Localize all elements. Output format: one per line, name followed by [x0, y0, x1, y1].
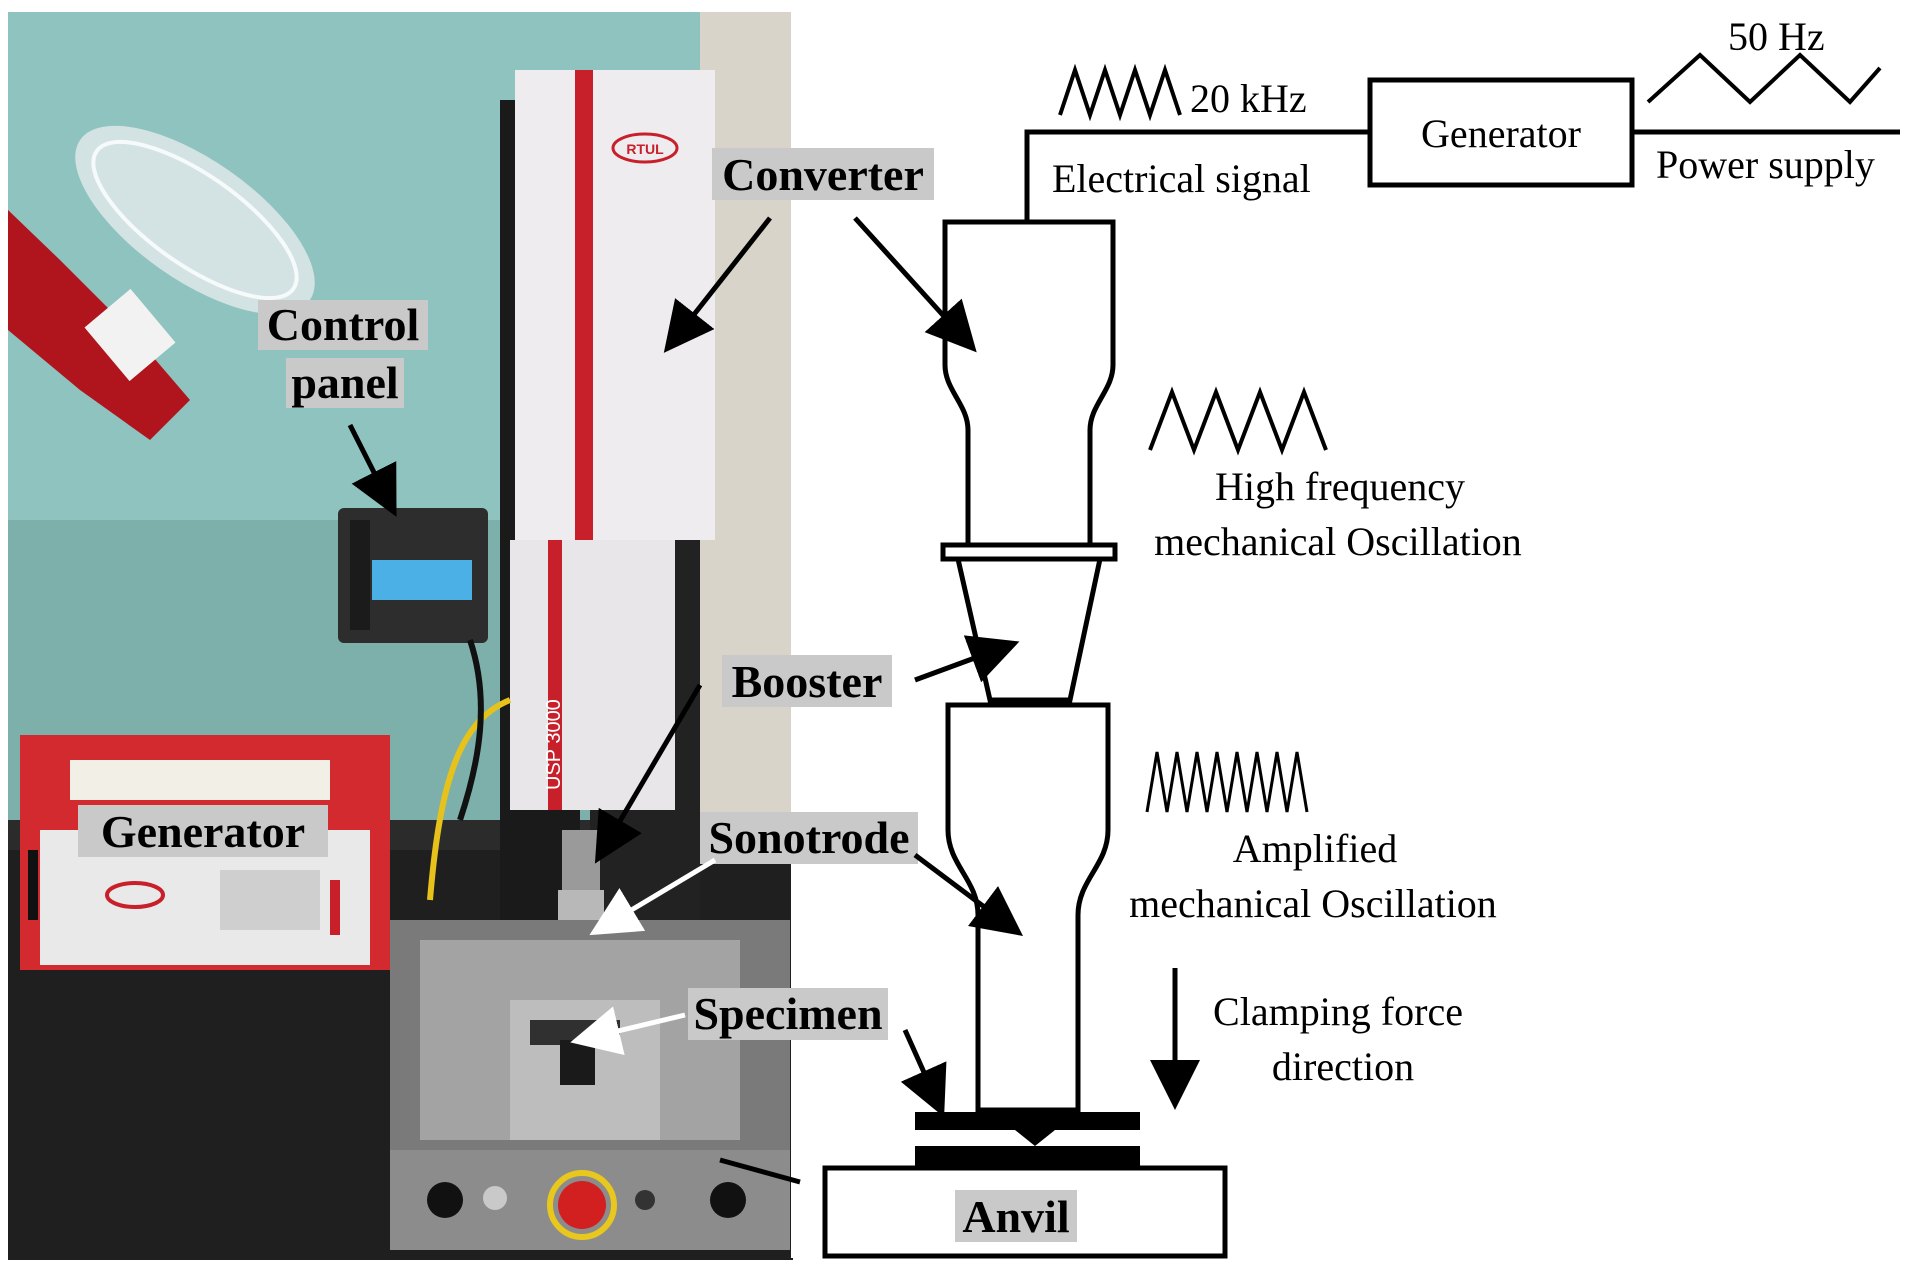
control-panel-arrow — [347, 423, 397, 517]
amplified-label-line1: Amplified — [1233, 826, 1397, 871]
sonotrode-arrow-right — [913, 853, 1023, 936]
generator-label: Generator — [101, 806, 305, 857]
anvil-box — [822, 1165, 1228, 1259]
clamping-label-line2: direction — [1272, 1044, 1414, 1089]
sonotrode-arrow-left — [589, 857, 717, 936]
generator-label-bg — [78, 805, 328, 857]
converter-label-bg — [712, 148, 934, 200]
clamping-label-line1: Clamping force — [1213, 989, 1463, 1034]
machine-photo: RTUL USP 3000 — [8, 12, 795, 1260]
brand-logo — [611, 132, 679, 164]
high-frequency-label-line2: mechanical Oscillation — [1154, 519, 1522, 564]
booster-shape — [954, 556, 1104, 703]
control-panel-label-bg-2 — [286, 358, 404, 408]
booster-arrow-left — [594, 683, 703, 864]
power-supply-label: Power supply — [1656, 142, 1875, 187]
booster-label-bg — [722, 655, 892, 707]
schematic-labels: 20 kHz Electrical signal Generator 50 Hz… — [1052, 14, 1875, 1089]
sonotrode-label-bg — [700, 812, 918, 864]
amplified-label-line2: mechanical Oscillation — [1129, 881, 1497, 926]
converter-shape — [942, 219, 1116, 548]
sonotrode-label: Sonotrode — [708, 812, 909, 863]
control-panel-label-line1: Control — [267, 299, 420, 350]
anvil-pointer — [719, 1157, 801, 1185]
power-waveform — [1646, 52, 1882, 105]
control-panel-label-bg-1 — [258, 300, 428, 350]
model-label: USP 3000 — [543, 699, 565, 790]
emergency-stop — [558, 1181, 606, 1229]
sonotrode-shape — [945, 702, 1111, 1113]
high-frequency-label-line1: High frequency — [1215, 464, 1465, 509]
converter-label: Converter — [722, 149, 924, 200]
specimen-arrow-left — [570, 1006, 686, 1056]
booster-arrow-right — [914, 635, 1020, 683]
specimen-label-bg — [688, 988, 888, 1040]
brand-logo-text: RTUL — [626, 141, 664, 157]
converter-housing — [515, 70, 715, 540]
amplified-waveform — [1145, 751, 1309, 813]
control-panel-label-line2: panel — [291, 357, 398, 408]
signal-frequency-label: 20 kHz — [1190, 76, 1307, 121]
booster-label: Booster — [732, 656, 883, 707]
welder-base — [390, 920, 790, 1250]
specimen-plates — [915, 1112, 1140, 1166]
specimen-label: Specimen — [693, 988, 882, 1039]
anvil-label-bg — [955, 1190, 1077, 1242]
high-frequency-waveform — [1148, 386, 1328, 456]
schematic — [822, 52, 1900, 1259]
electrical-signal-label: Electrical signal — [1052, 156, 1311, 201]
specimen-arrow-right — [900, 1028, 947, 1118]
signal-wire — [1024, 129, 1370, 222]
photo-annotations: Converter Control panel Generator Booste… — [78, 148, 1077, 1242]
converter-arrow-right — [853, 216, 977, 353]
signal-waveform — [1058, 63, 1182, 122]
fume-extractor-arm — [8, 125, 315, 440]
generator-box-label: Generator — [1421, 111, 1581, 156]
power-frequency-label: 50 Hz — [1728, 14, 1825, 59]
anvil-label: Anvil — [962, 1191, 1069, 1242]
converter-arrow-left — [663, 216, 772, 353]
